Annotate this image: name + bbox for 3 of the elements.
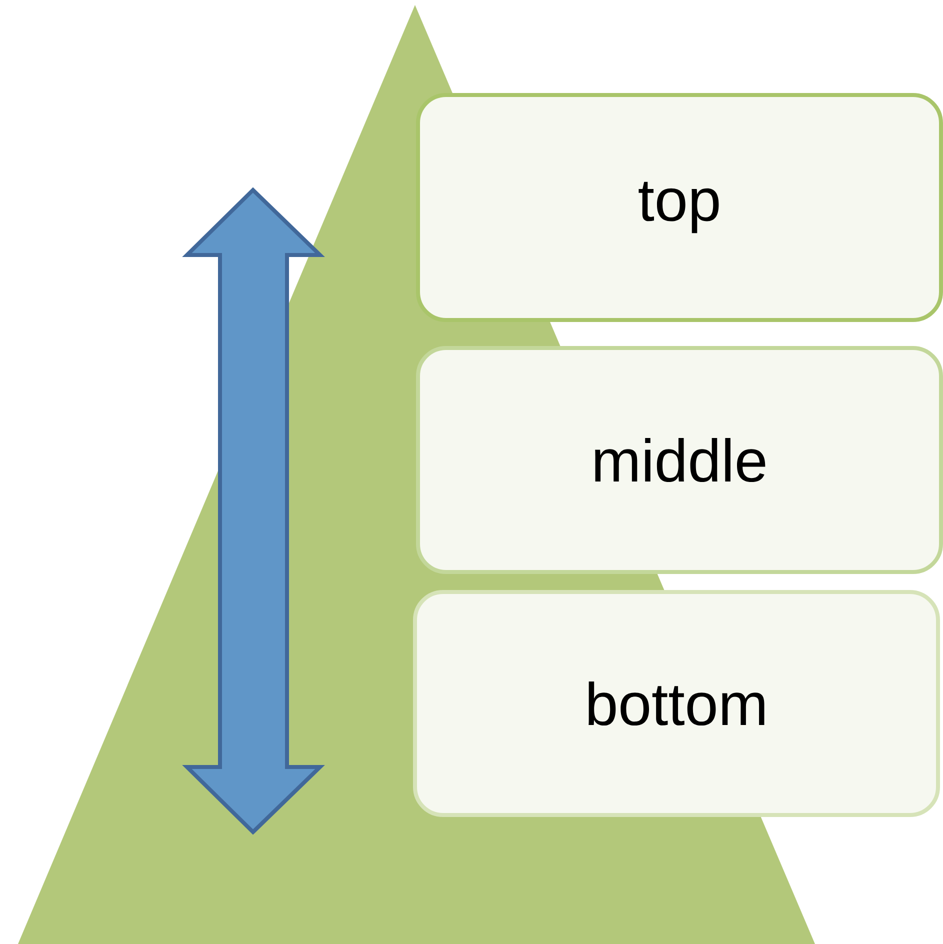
label-box: middle — [416, 346, 943, 574]
label-box: bottom — [413, 590, 940, 817]
label-box: top — [416, 93, 943, 322]
